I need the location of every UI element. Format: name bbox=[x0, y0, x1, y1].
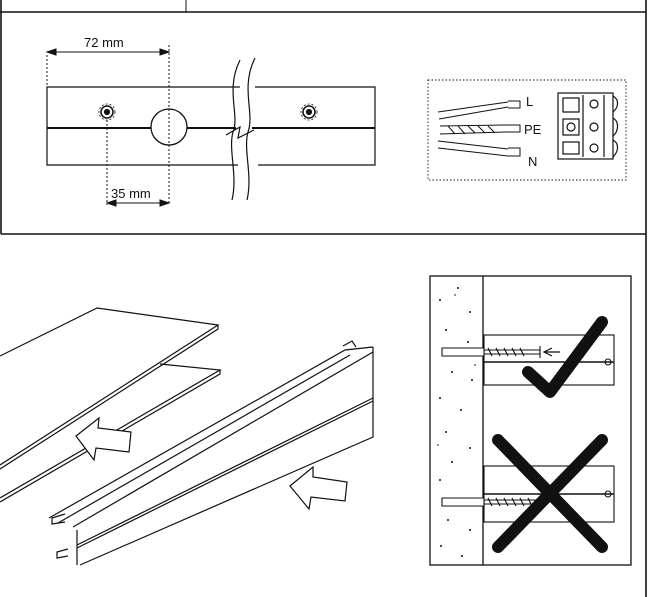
wiring-inset bbox=[427, 79, 627, 181]
wall-inset bbox=[429, 275, 632, 566]
mounting-plate bbox=[46, 57, 376, 201]
mounting-panels bbox=[0, 307, 374, 566]
screw-icon bbox=[98, 103, 116, 121]
dimension-72 bbox=[45, 45, 171, 205]
screw-icon bbox=[300, 103, 318, 121]
dimension-label-72: 72 mm bbox=[84, 35, 124, 50]
terminal-label-n: N bbox=[528, 154, 537, 169]
terminal-block bbox=[557, 92, 619, 160]
cross-mark-icon bbox=[492, 434, 608, 553]
wall-texture bbox=[437, 287, 476, 557]
check-mark-icon bbox=[522, 316, 608, 398]
wires bbox=[437, 100, 521, 157]
terminal-label-pe: PE bbox=[524, 122, 542, 137]
arrow-left-icon bbox=[289, 465, 348, 511]
terminal-label-l: L bbox=[526, 94, 533, 109]
dimension-35 bbox=[105, 120, 171, 207]
arrow-left-icon bbox=[75, 416, 132, 462]
dimension-label-35: 35 mm bbox=[111, 186, 151, 201]
